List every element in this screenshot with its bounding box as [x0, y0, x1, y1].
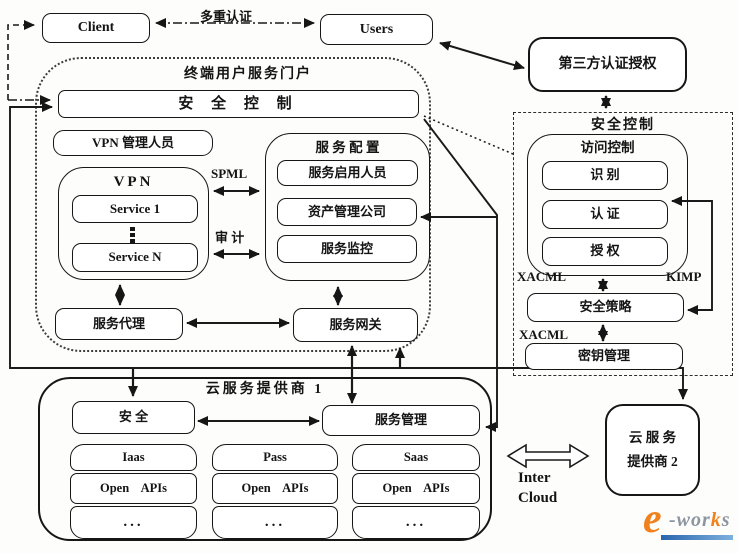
connector-left-dashed-to-client — [7, 20, 35, 100]
paas-stack: Pass Open APIs ... — [212, 444, 338, 539]
connector-users-thirdparty — [439, 41, 525, 70]
provider2-node: 云 服 务 提供商 2 — [605, 404, 700, 496]
kimp-label: KIMP — [666, 269, 702, 284]
asset-company-label: 资产管理公司 — [307, 203, 386, 219]
iaas-stack: Iaas Open APIs ... — [70, 444, 197, 539]
spml-label: SPML — [211, 166, 248, 181]
key-management-node: 密钥管理 — [525, 343, 683, 370]
authenticate-node: 认 证 — [542, 200, 668, 229]
service-gateway-label: 服务网关 — [329, 316, 382, 332]
service-enabler-node: 服务启用人员 — [277, 160, 418, 186]
audit-label: 审 计 — [215, 230, 245, 245]
authenticate-label: 认 证 — [590, 206, 620, 222]
service-gateway-node: 服务网关 — [293, 308, 418, 342]
service-config-title: 服 务 配 置 — [315, 140, 380, 155]
security-panel-title: 安全控制 — [591, 118, 655, 133]
xacml-lower-label: XACML — [519, 327, 569, 342]
eworks-logo-e: e — [643, 496, 662, 542]
inter-label: Inter — [518, 470, 551, 486]
multi-auth-label: 多重认证 — [200, 9, 253, 24]
portal-title: 终端用户服务门户 — [184, 67, 312, 82]
vpn-title: VPN — [113, 174, 154, 190]
vpn-admin-node: VPN 管理人员 — [53, 130, 213, 156]
service-1-label: Service 1 — [109, 200, 161, 216]
third-party-auth-label: 第三方认证授权 — [558, 56, 657, 72]
identify-node: 识 别 — [542, 161, 668, 190]
provider1-title: 云服务提供商 1 — [205, 382, 325, 397]
service-1-node: Service 1 — [72, 195, 198, 223]
key-management-label: 密钥管理 — [577, 348, 630, 364]
cloud-label: Cloud — [518, 490, 558, 506]
service-management-label: 服务管理 — [374, 412, 427, 428]
saas-ellipsis: ... — [352, 506, 480, 539]
eworks-logo: e -works — [641, 496, 737, 549]
provider1-security-node: 安 全 — [72, 401, 195, 434]
eworks-logo-s: s — [721, 509, 731, 531]
users-label: Users — [359, 21, 394, 37]
eworks-logo-wor: -wor — [669, 509, 711, 531]
xacml-upper-label: XACML — [517, 269, 567, 284]
authorize-node: 授 权 — [542, 237, 668, 266]
paas-ellipsis: ... — [212, 506, 338, 539]
identify-label: 识 别 — [590, 167, 620, 183]
provider2-line2: 提供商 2 — [627, 453, 678, 469]
service-monitor-node: 服务监控 — [277, 235, 417, 263]
service-broker-node: 服务代理 — [55, 308, 183, 340]
eworks-logo-text: -works — [669, 509, 731, 532]
client-node: Client — [42, 13, 150, 43]
authorize-label: 授 权 — [590, 243, 620, 259]
saas-open-apis: Open APIs — [352, 473, 480, 504]
third-party-auth-node: 第三方认证授权 — [528, 37, 687, 92]
asset-company-node: 资产管理公司 — [277, 198, 417, 226]
client-label: Client — [77, 20, 115, 36]
provider2-line1: 云 服 务 — [628, 429, 677, 445]
portal-security-bar-label: 安 全 控 制 — [178, 95, 299, 112]
service-monitor-label: 服务监控 — [320, 240, 373, 256]
service-enabler-label: 服务启用人员 — [308, 164, 387, 180]
iaas-open-apis: Open APIs — [70, 473, 197, 504]
portal-security-bar: 安 全 控 制 — [58, 90, 419, 118]
iaas-name: Iaas — [70, 444, 197, 471]
saas-stack: Saas Open APIs ... — [352, 444, 480, 539]
eworks-logo-underline — [661, 535, 733, 540]
iaas-ellipsis: ... — [70, 506, 197, 539]
paas-open-apis: Open APIs — [212, 473, 338, 504]
security-policy-node: 安全策略 — [527, 293, 684, 322]
paas-name: Pass — [212, 444, 338, 471]
service-management-node: 服务管理 — [322, 405, 480, 436]
security-policy-label: 安全策略 — [579, 299, 632, 315]
users-node: Users — [320, 14, 433, 45]
inter-cloud-arrow — [506, 443, 590, 469]
vpn-admin-label: VPN 管理人员 — [92, 134, 174, 150]
service-broker-label: 服务代理 — [92, 315, 145, 331]
eworks-logo-k: k — [710, 509, 722, 531]
saas-name: Saas — [352, 444, 480, 471]
service-n-node: Service N — [72, 243, 198, 272]
service-n-label: Service N — [108, 249, 162, 265]
access-control-title: 访问控制 — [580, 140, 635, 155]
connector-dotted-securitybar-secpanel — [423, 115, 514, 155]
provider1-security-label: 安 全 — [118, 409, 149, 425]
